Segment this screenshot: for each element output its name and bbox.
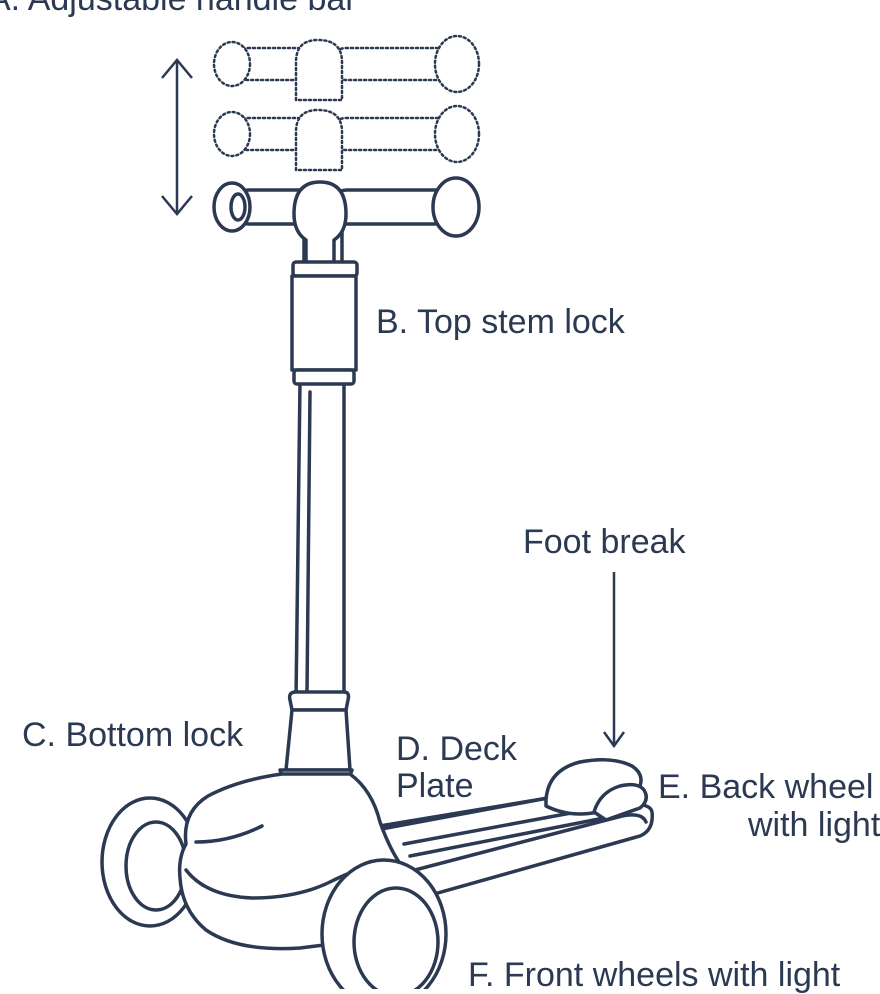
- left-front-wheel: [100, 796, 200, 928]
- stem: [294, 380, 346, 702]
- height-adjust-arrow: [161, 58, 193, 216]
- handlebar: [212, 176, 481, 270]
- label-back-wheel-line2: with light: [748, 806, 880, 844]
- label-front-wheels: F. Front wheels with light: [468, 956, 841, 994]
- label-bottom-lock: C. Bottom lock: [22, 716, 244, 754]
- label-adjustable-handle-bar: A. Adjustable handle bar: [0, 0, 357, 18]
- top-stem-lock: [290, 260, 359, 386]
- foot-brake: [544, 758, 648, 822]
- handlebar-ghost-middle: [212, 104, 481, 172]
- label-top-stem-lock: B. Top stem lock: [376, 303, 625, 341]
- right-front-wheel: [320, 858, 448, 994]
- foot-break-pointer: [602, 572, 626, 749]
- label-deck-plate-line1: D. Deck: [396, 730, 517, 768]
- deck-plate: [374, 796, 654, 901]
- label-deck-plate-line2: Plate: [396, 767, 474, 805]
- label-foot-break: Foot break: [523, 523, 686, 561]
- handlebar-ghost-top: [212, 34, 481, 102]
- bottom-lock: [278, 690, 354, 784]
- label-back-wheel-line1: E. Back wheel: [658, 768, 874, 806]
